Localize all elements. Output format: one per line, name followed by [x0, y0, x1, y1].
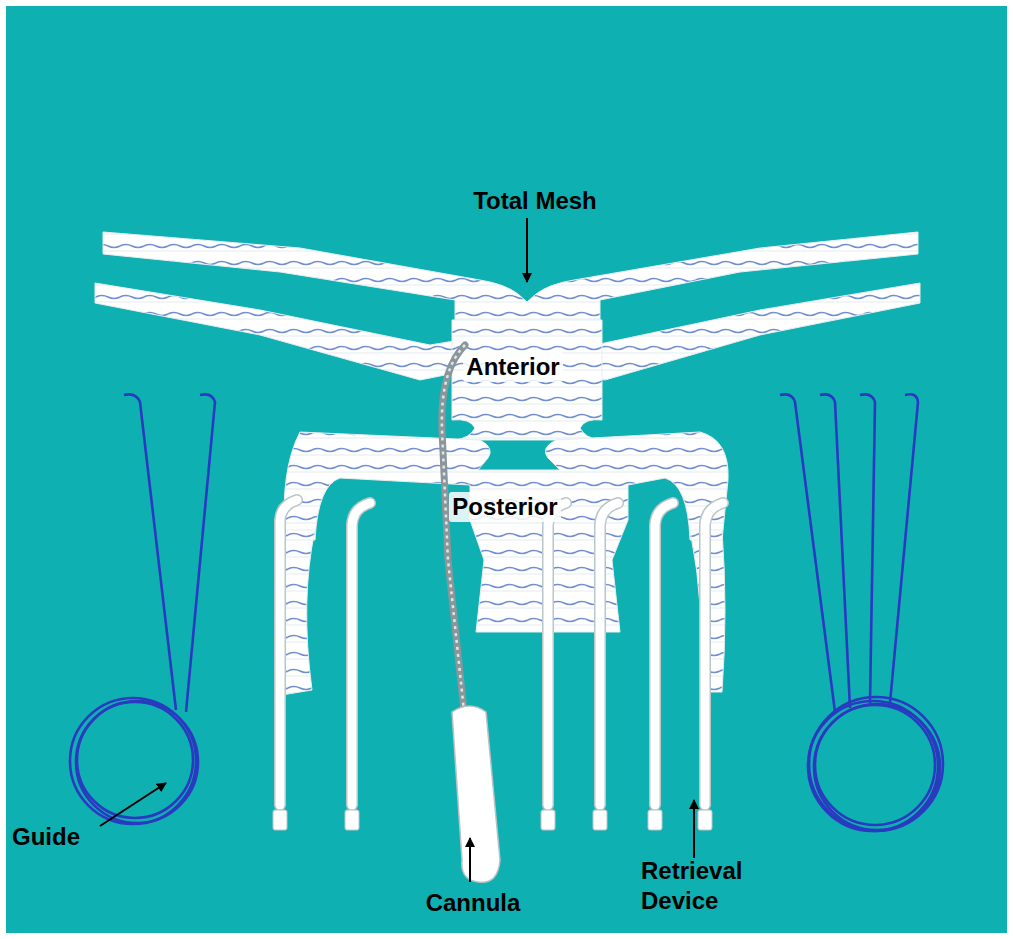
background: [6, 6, 1007, 933]
part-label: Anterior: [463, 352, 562, 382]
leader-arrow: [100, 218, 694, 882]
retrieval-device: [273, 500, 723, 830]
part-label: Posterior: [449, 492, 560, 522]
mesh-label: Total Mesh: [473, 186, 597, 216]
part-label: Cannula: [426, 888, 521, 918]
cannula: [442, 345, 500, 882]
part-label: Guide: [12, 822, 80, 852]
part-label: Retrieval Device: [641, 856, 791, 916]
guide: [70, 394, 943, 831]
